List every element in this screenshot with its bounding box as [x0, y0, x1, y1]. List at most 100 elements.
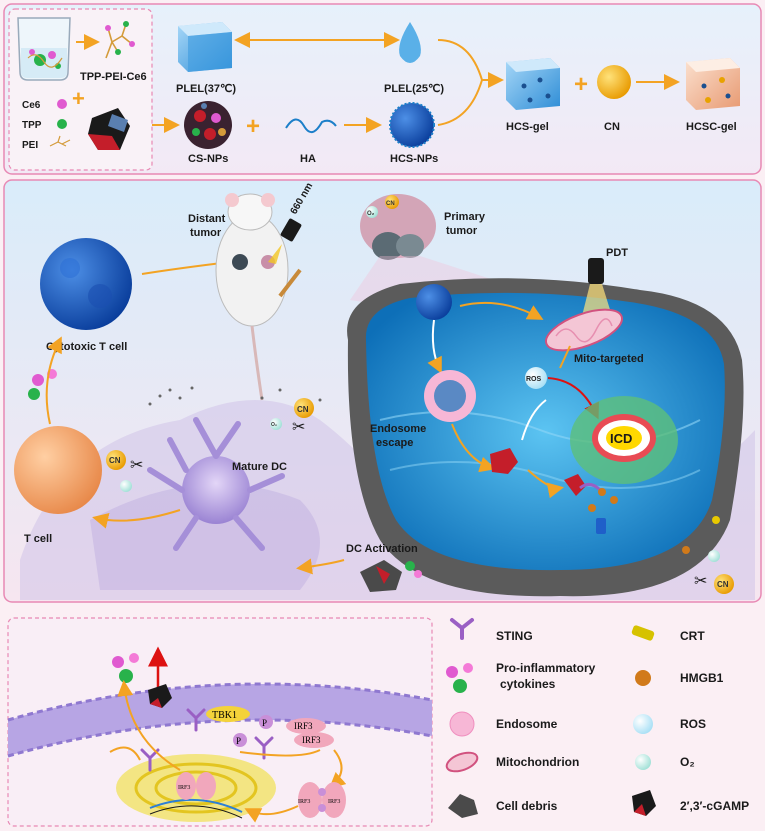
t-cell-icon: [14, 426, 102, 514]
mitochondrion-icon: [545, 308, 623, 352]
cs-nps-icon: [184, 101, 232, 149]
o2-badge-dc-icon: O₂: [270, 418, 282, 430]
legend-item-o2: O₂: [635, 754, 695, 770]
irf3-dimer-icon: [298, 782, 346, 818]
cn-badge-right-icon: CN: [714, 574, 734, 594]
released-particles: [148, 386, 322, 406]
o2-legend-icon: [635, 754, 651, 770]
cytokines-released-icon: [112, 653, 139, 683]
label-cs-nps: CS-NPs: [188, 153, 228, 165]
legend-item-hmgb1: HMGB1: [635, 670, 724, 686]
sting-icon: [450, 618, 474, 640]
svg-text:STING: STING: [496, 629, 533, 643]
legend: STING Pro-inflammatory cytokines Endosom…: [445, 618, 749, 818]
svg-text:CRT: CRT: [680, 629, 705, 643]
label-t-cell: T cell: [24, 533, 52, 545]
cn-badge-icon: CN: [385, 195, 399, 209]
mature-dc-icon: [147, 417, 285, 551]
svg-text:CN: CN: [297, 405, 309, 414]
label-tbk1: TBK1: [212, 710, 237, 721]
cytotoxic-t-cell-icon: [40, 238, 132, 330]
scissors-icon-2: ✂: [130, 457, 143, 474]
hcsc-gel-cube-icon: [686, 58, 740, 110]
label-cytotoxic-t-cell: Cytotoxic T cell: [46, 341, 127, 353]
legend-item-cgamp: 2′,3′-cGAMP: [632, 790, 749, 816]
cn-badge-left-icon: CN: [106, 450, 126, 470]
svg-text:P: P: [262, 718, 267, 728]
label-hcsc-gel: HCSC-gel: [686, 121, 737, 133]
label-dc-activation: DC Activation: [346, 543, 418, 555]
cn-sphere-icon: [597, 65, 631, 99]
hmgb1-legend-icon: [635, 670, 651, 686]
label-ros: ROS: [526, 376, 542, 383]
ros-legend-icon: [633, 714, 653, 734]
plus-sign: +: [72, 86, 85, 111]
legend-item-sting: STING: [450, 618, 533, 643]
nanoparticle-icon: [416, 284, 452, 320]
tbk1-icon: [206, 706, 250, 722]
plel37-cube-icon: [178, 22, 232, 72]
primary-tumor-icon: [360, 194, 436, 260]
label-cn: CN: [604, 121, 620, 133]
label-endosome-escape-1: Endosome: [370, 423, 426, 435]
mouse-icon: [215, 193, 302, 401]
svg-text:Pro-inflammatory: Pro-inflammatory: [496, 661, 596, 675]
svg-text:cytokines: cytokines: [500, 677, 556, 691]
label-plel25: PLEL(25℃): [384, 83, 444, 95]
irf3-in-er-label: IRF3: [178, 785, 190, 791]
laser-icon: [268, 218, 302, 264]
plel25-droplet-icon: [399, 22, 421, 63]
svg-text:CN: CN: [717, 580, 729, 589]
mitochondrion-legend-icon: [445, 751, 479, 773]
label-tpp-pei-ce6: TPP-PEI-Ce6: [80, 71, 147, 83]
label-irf3-2: IRF3: [302, 735, 321, 745]
endosome-icon: [424, 370, 476, 422]
label-endosome-escape-2: escape: [376, 437, 413, 449]
phosphate-icon: P: [259, 715, 273, 729]
pei-icon: [49, 135, 71, 147]
label-distant-tumor-2: tumor: [190, 227, 222, 239]
svg-text:CN: CN: [109, 456, 121, 465]
svg-text:Endosome: Endosome: [496, 717, 558, 731]
icd-nucleus-icon: [570, 396, 678, 484]
endosome-legend-icon: [449, 711, 475, 737]
svg-text:CN: CN: [386, 201, 395, 207]
label-pei: PEI: [22, 140, 38, 151]
tumor-basin-icon: [347, 278, 744, 597]
crt-legend-icon: [631, 625, 655, 641]
irf3-icon: [286, 718, 334, 748]
label-hcs-gel: HCS-gel: [506, 121, 549, 133]
label-ha: HA: [300, 153, 316, 165]
svg-text:ROS: ROS: [680, 717, 706, 731]
plus-sign-3: +: [574, 71, 588, 98]
plus-sign-2: +: [246, 113, 260, 140]
o2-badge-icon: O₂: [366, 206, 378, 218]
cn-badge-dc-icon: CN: [294, 398, 314, 418]
legend-item-cell-debris: Cell debris: [448, 794, 558, 818]
ce6-icon: [57, 99, 67, 109]
cytokines-legend-icon: [446, 663, 473, 693]
hcs-gel-cube-icon: [506, 58, 560, 110]
cgamp-in-cell-icon: [490, 448, 518, 474]
legend-item-mitochondrion: Mitochondrion: [445, 751, 579, 773]
label-icd: ICD: [610, 431, 632, 446]
cgamp-molecule-icon: [88, 108, 130, 150]
svg-text:O₂: O₂: [680, 755, 695, 769]
legend-item-ros: ROS: [633, 714, 706, 734]
svg-text:HMGB1: HMGB1: [680, 671, 724, 685]
hcs-nps-icon: [389, 102, 435, 148]
pdt-lamp-icon: [582, 258, 612, 316]
label-irf3-dimer-1: IRF3: [298, 799, 310, 805]
label-mito-targeted: Mito-targeted: [574, 353, 644, 365]
o2-dot-icon: [120, 480, 132, 492]
svg-text:Mitochondrion: Mitochondrion: [496, 755, 579, 769]
legend-item-endosome: Endosome: [449, 711, 558, 737]
svg-text:O₂: O₂: [367, 211, 375, 217]
cell-debris-legend-icon: [448, 794, 478, 818]
label-plel37: PLEL(37℃): [176, 83, 236, 95]
ros-icon: [525, 367, 547, 389]
ha-icon: [285, 118, 337, 133]
label-ce6: Ce6: [22, 100, 41, 111]
